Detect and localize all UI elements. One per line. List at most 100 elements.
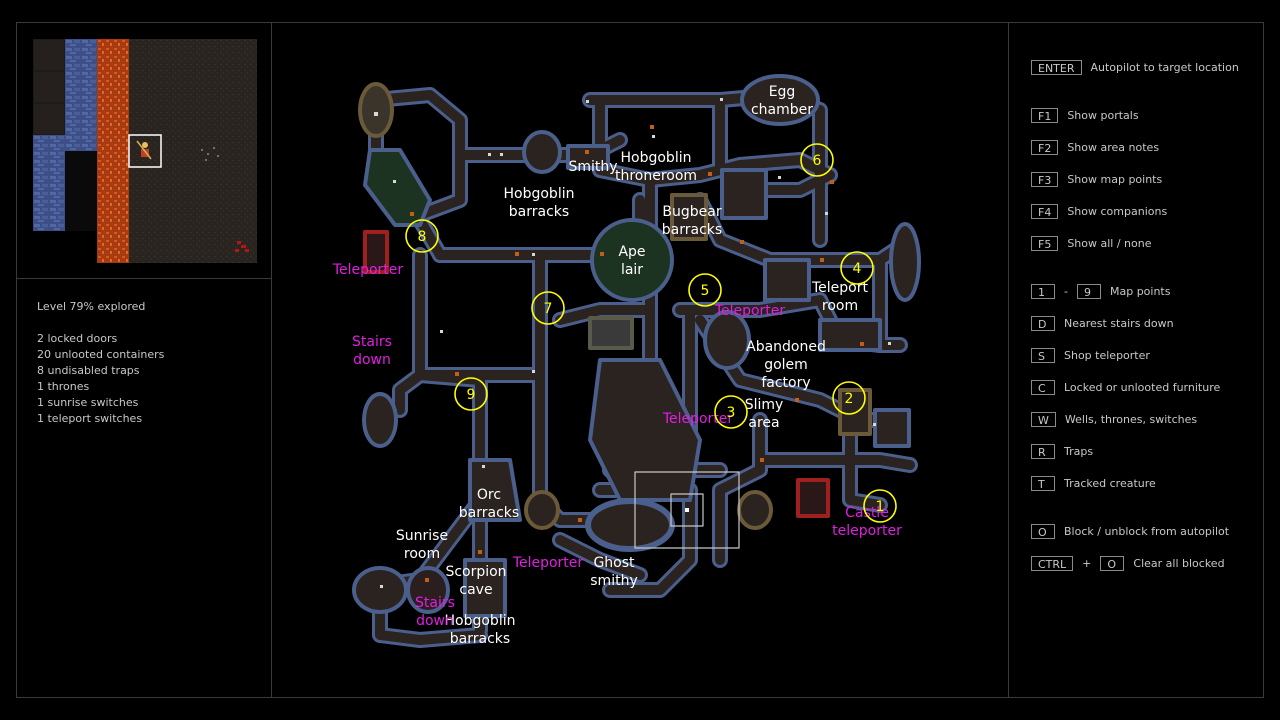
stat-locked-doors: 2 locked doors bbox=[37, 332, 118, 345]
map-point-number: 1 bbox=[876, 499, 885, 515]
area-label-line: barracks bbox=[459, 505, 519, 521]
key-cap: F2 bbox=[1031, 139, 1059, 155]
keybind-row[interactable]: D Nearest stairs down bbox=[1031, 315, 1174, 331]
key-cap: 9 bbox=[1076, 283, 1101, 299]
portal-label-line: Teleporter bbox=[512, 555, 584, 571]
portal-label-line: Stairs bbox=[352, 334, 392, 350]
area-label-line: Ghost bbox=[593, 555, 635, 571]
map-point-number: 4 bbox=[853, 261, 862, 277]
area-label-line: Slimy bbox=[745, 397, 784, 413]
map-point-5[interactable]: 5 bbox=[688, 273, 722, 307]
portal-label-line: teleporter bbox=[832, 523, 902, 539]
map-point-ring bbox=[405, 219, 439, 253]
map-points: 1 2 3 4 5 6 7 8 9 bbox=[405, 143, 897, 523]
stat-teleport-switches: 1 teleport switches bbox=[37, 412, 143, 425]
area-label-line: Sunrise bbox=[396, 528, 448, 544]
stat-sunrise-switches: 1 sunrise switches bbox=[37, 396, 139, 409]
minimap-panel bbox=[16, 22, 272, 279]
key-cap: F4 bbox=[1031, 203, 1059, 219]
portal-label-line: Teleporter bbox=[662, 411, 734, 427]
portal-label-line: Teleporter bbox=[332, 262, 404, 278]
area-label-line: golem bbox=[764, 357, 808, 373]
map-point-8[interactable]: 8 bbox=[405, 219, 439, 253]
keybind-row[interactable]: T Tracked creature bbox=[1031, 475, 1156, 491]
map-point-7[interactable]: 7 bbox=[531, 291, 565, 325]
area-label-line: chamber bbox=[751, 102, 813, 118]
map-point-number: 2 bbox=[845, 391, 854, 407]
keybind-description: Show portals bbox=[1067, 108, 1139, 122]
area-label-1: Egg chamber bbox=[751, 84, 813, 118]
keybind-description: Block / unblock from autopilot bbox=[1064, 524, 1230, 538]
blood-splatter bbox=[235, 241, 249, 252]
player-location bbox=[634, 471, 740, 549]
map-point-number: 7 bbox=[544, 301, 553, 317]
level-map[interactable]: EggchamberSmithyHobgoblinthroneroomHobgo… bbox=[272, 23, 1008, 697]
map-point-2[interactable]: 2 bbox=[832, 381, 866, 415]
key-cap: T bbox=[1031, 475, 1055, 491]
key-cap: R bbox=[1031, 443, 1055, 459]
area-label-line: Hobgoblin bbox=[504, 186, 575, 202]
area-label-line: area bbox=[748, 415, 779, 431]
key-cap: W bbox=[1031, 411, 1056, 427]
key-cap: F3 bbox=[1031, 171, 1059, 187]
map-point-4[interactable]: 4 bbox=[840, 251, 874, 285]
map-point-ring bbox=[688, 273, 722, 307]
keybind-description: Tracked creature bbox=[1064, 476, 1156, 490]
portal-label-line: down bbox=[416, 613, 454, 629]
key-separator: - bbox=[1064, 284, 1068, 298]
keybind-description: Nearest stairs down bbox=[1064, 316, 1174, 330]
area-label-11: Sunrise room bbox=[396, 528, 448, 562]
map-point-6[interactable]: 6 bbox=[800, 143, 834, 177]
keybind-row[interactable]: F4 Show companions bbox=[1031, 203, 1167, 219]
key-separator: + bbox=[1082, 556, 1092, 570]
area-label-line: smithy bbox=[590, 573, 637, 589]
area-label-line: throneroom bbox=[615, 168, 697, 184]
area-label-10: Orc barracks bbox=[459, 487, 519, 521]
area-label-line: barracks bbox=[509, 204, 569, 220]
keybind-row[interactable]: 1-9 Map points bbox=[1031, 283, 1170, 299]
map-items bbox=[374, 98, 891, 588]
keybind-description: Map points bbox=[1109, 284, 1171, 298]
area-label-line: barracks bbox=[450, 631, 510, 647]
area-label-line: Egg bbox=[769, 84, 796, 100]
stats-panel: Level 79% explored 2 locked doors 20 unl… bbox=[16, 278, 272, 698]
keybind-description: Show companions bbox=[1067, 204, 1168, 218]
area-label-13: Ghost smithy bbox=[590, 555, 637, 589]
portal-label-5: Teleporter bbox=[512, 555, 584, 571]
key-cap: D bbox=[1031, 315, 1055, 331]
portal-label-line: Castle bbox=[845, 505, 889, 521]
map-point-3[interactable]: 3 bbox=[714, 395, 748, 429]
area-label-4: Hobgoblin barracks bbox=[504, 186, 575, 220]
area-label-line: room bbox=[404, 546, 440, 562]
map-point-9[interactable]: 9 bbox=[454, 377, 488, 411]
key-cap: 1 bbox=[1031, 283, 1055, 299]
map-point-1[interactable]: 1 bbox=[863, 489, 897, 523]
area-label-line: Orc bbox=[477, 487, 501, 503]
map-doors bbox=[410, 125, 864, 582]
map-point-number: 5 bbox=[701, 283, 710, 299]
area-label-line: Scorpion bbox=[445, 564, 506, 580]
area-label-line: Ape bbox=[618, 244, 645, 260]
exploration-stats: Level 79% explored 2 locked doors 20 unl… bbox=[37, 299, 164, 427]
area-label-line: barracks bbox=[662, 222, 722, 238]
map-point-ring bbox=[863, 489, 897, 523]
